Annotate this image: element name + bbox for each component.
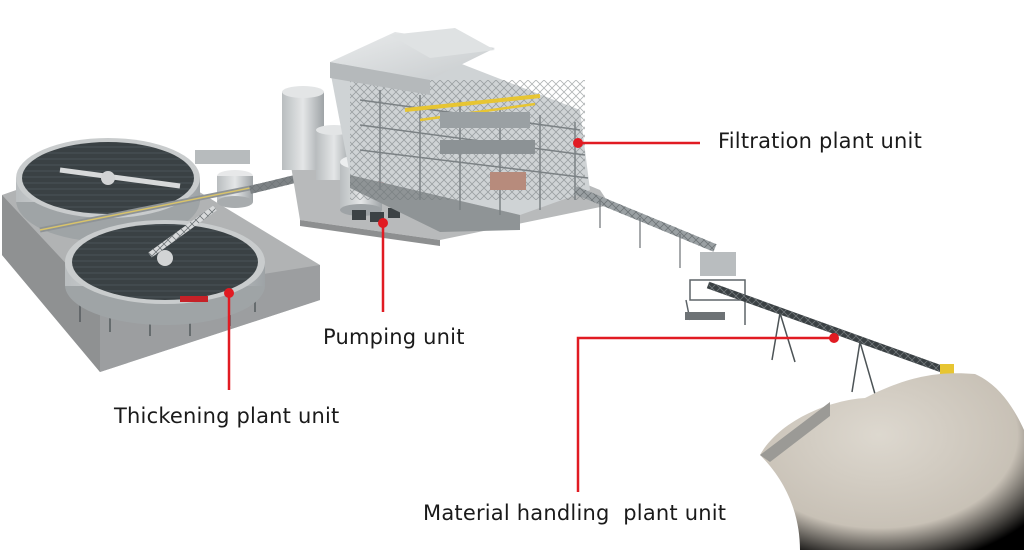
material-leader: [576, 336, 834, 492]
pumping-unit-label: Pumping unit: [323, 325, 465, 349]
callout-lines: [227, 141, 834, 492]
filtration-plant-label: Filtration plant unit: [718, 129, 922, 153]
filtration-plant-unit: [330, 28, 590, 232]
callout-dots: [224, 138, 839, 343]
material-dot: [829, 333, 839, 343]
material-handling-plant-unit: [573, 186, 1024, 550]
thickener-tank-lower: [65, 205, 265, 336]
thickening-dot: [224, 288, 234, 298]
thickening-plant-label: Thickening plant unit: [114, 404, 340, 428]
thickening-plant-unit: [2, 138, 341, 372]
material-handling-plant-label: Material handling plant unit: [423, 501, 727, 525]
pumping-dot: [378, 218, 388, 228]
filtration-dot: [573, 138, 583, 148]
